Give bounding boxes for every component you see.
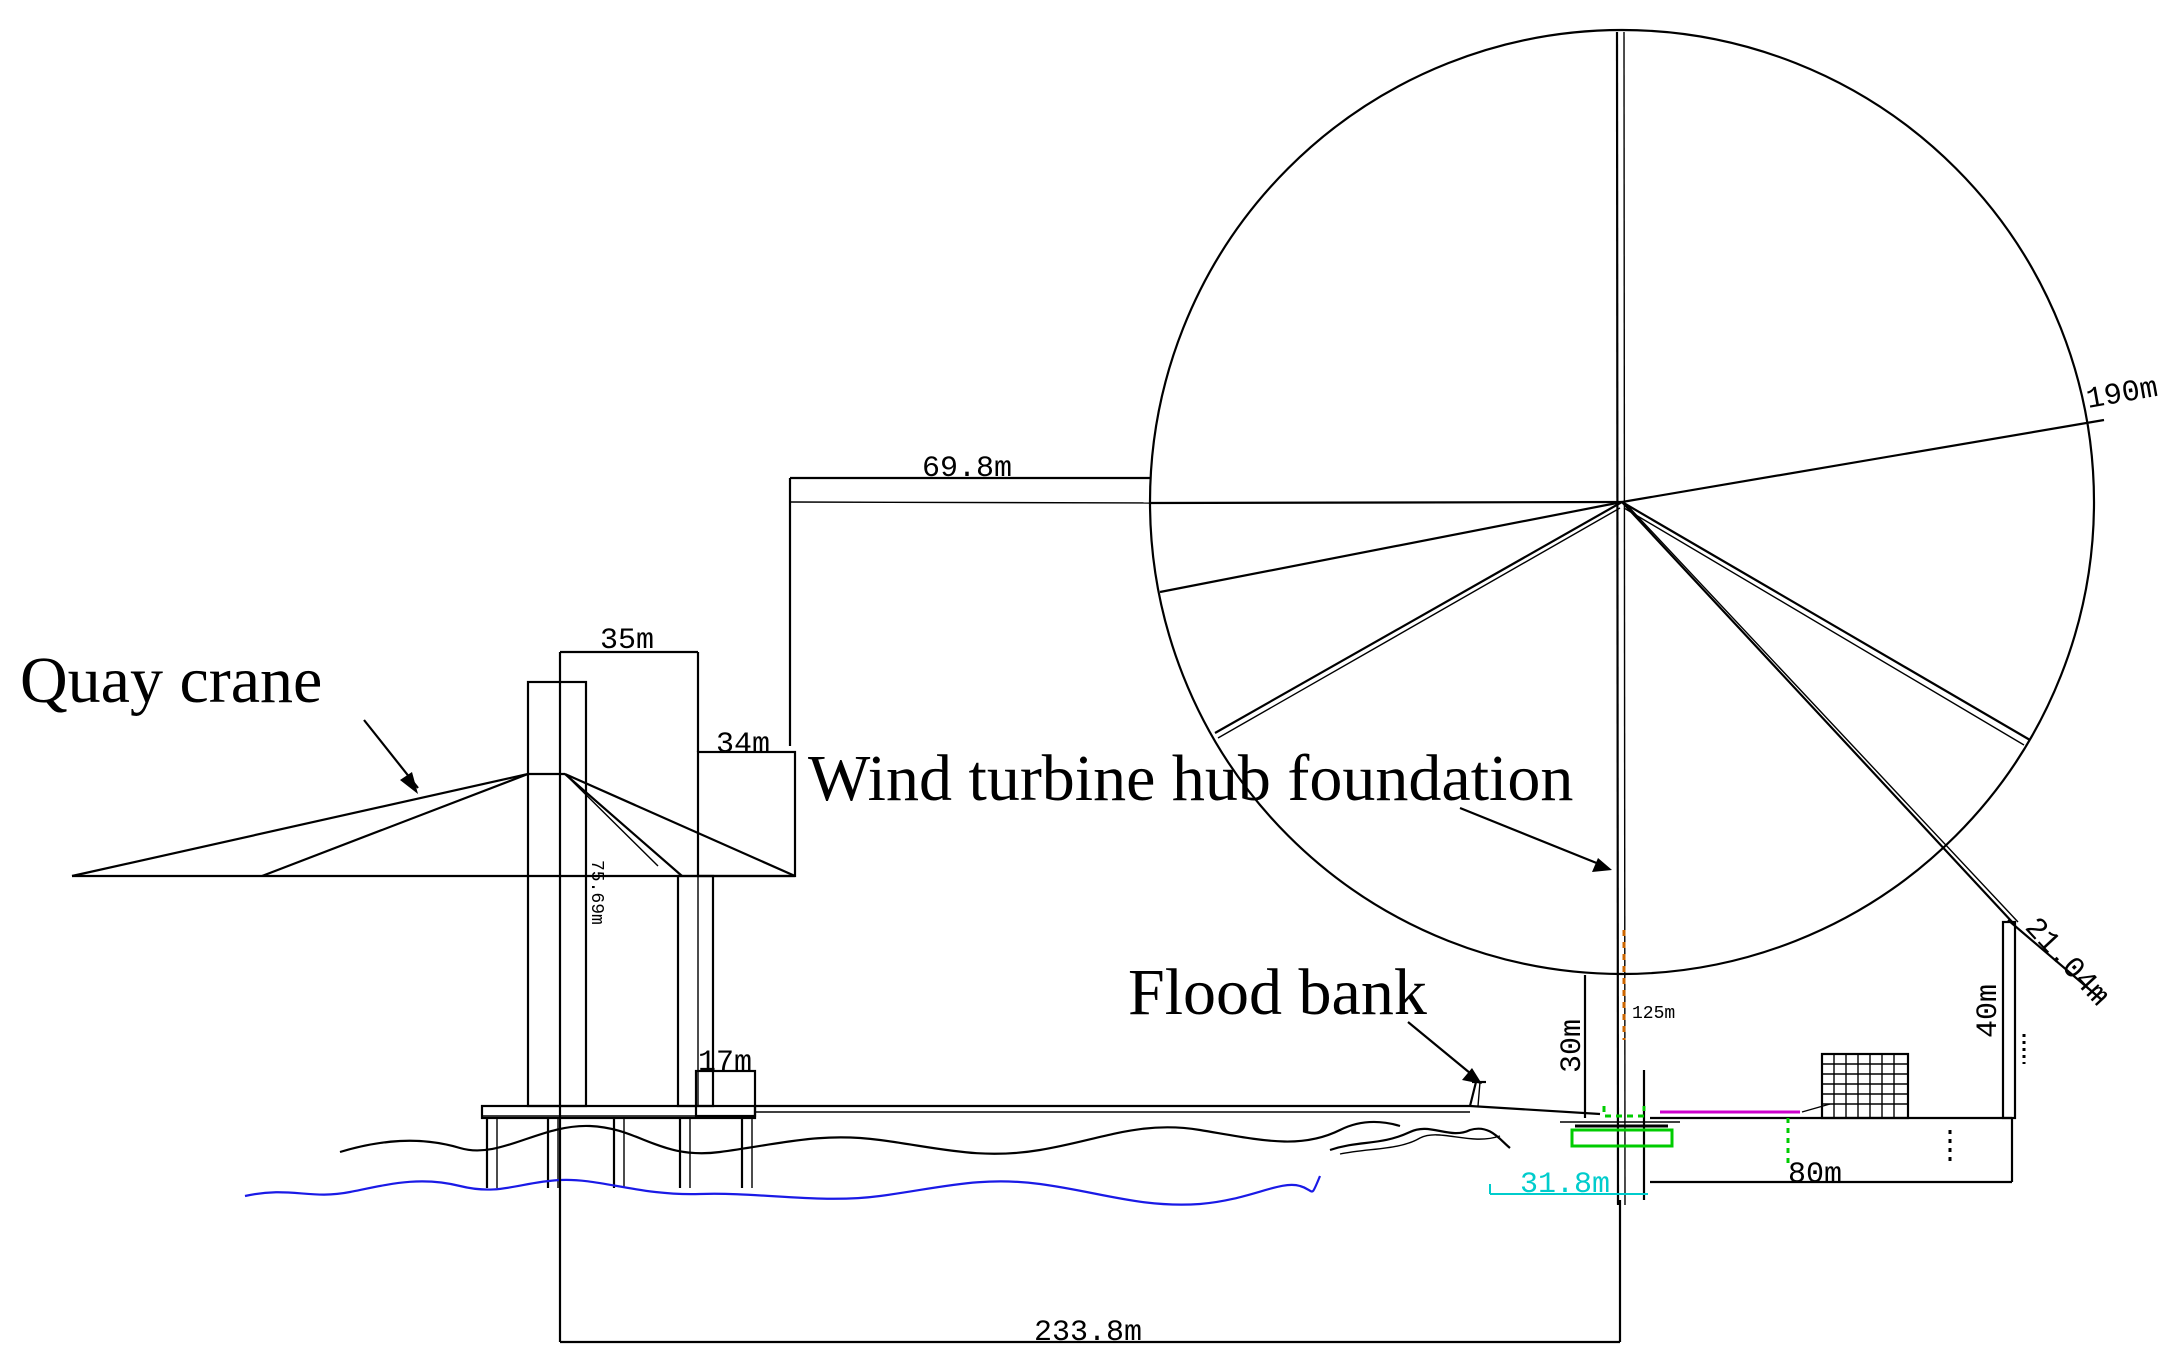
foundation-base-green — [1570, 1128, 1674, 1148]
flood-bank-embankment — [1329, 1127, 1511, 1152]
dim-17m: 17m — [698, 1046, 752, 1080]
dim-30m: 30m — [1556, 1019, 1590, 1073]
arrowhead-icon — [1462, 1068, 1482, 1084]
flood-bank — [1329, 1080, 1601, 1155]
dim-crane-height: 75.69m — [586, 860, 606, 925]
turbine-foundation: 30m 125m 31.8m — [1489, 930, 1680, 1202]
dim-line-21-04m — [2007, 919, 2103, 1001]
crane-stay-cable — [564, 773, 683, 877]
dim-34m: 34m — [716, 728, 770, 762]
crane-stay-cable — [564, 773, 659, 867]
rotor-blade-line — [1625, 503, 2019, 923]
rotor-blade-line — [1159, 500, 1623, 594]
flood-bank-post — [1468, 1081, 1478, 1107]
arrowhead-icon — [1592, 858, 1612, 872]
foundation-green-outline — [1602, 1106, 1646, 1118]
callout-flood-bank: Flood bank — [1128, 956, 1482, 1084]
flood-bank-embankment — [1339, 1134, 1501, 1155]
seabed-profile — [339, 1120, 1401, 1155]
rotor-horizontal-line — [1149, 500, 1623, 505]
quay-crane: 34m 35m 75.69m 17m — [71, 624, 797, 1118]
wharf — [480, 1104, 1470, 1188]
dim-80m: 80m — [1788, 1158, 1842, 1192]
dim-125m: 125m — [1632, 1004, 1675, 1024]
dim-line — [789, 501, 1151, 504]
dim-40m: 40m — [1972, 984, 2006, 1038]
arrow-flood-bank — [1407, 1021, 1477, 1079]
rotor-blade-line — [1621, 501, 2015, 925]
arrowhead-icon — [400, 772, 418, 794]
turbine-tower — [1615, 31, 1620, 1206]
rotor-blade-line — [1217, 507, 1621, 739]
label-flood-bank: Flood bank — [1128, 956, 1427, 1029]
crane-boom-cable — [71, 772, 529, 878]
crane-boom-cable — [261, 772, 529, 878]
dim-233-8m: 233.8m — [1034, 1316, 1142, 1350]
flood-bank-post — [1477, 1081, 1481, 1107]
label-quay-crane: Quay crane — [20, 644, 322, 717]
crane-stay-cable — [564, 772, 796, 878]
arrow-wind-turbine — [1459, 806, 1605, 868]
container-stack-outline — [1820, 1052, 1910, 1120]
container-stack — [1820, 1052, 1910, 1120]
rotor-blade-line — [1621, 501, 2031, 741]
rotor-blade-line — [1214, 501, 1623, 734]
rotor-blade-line — [1623, 507, 2025, 746]
flood-bank-slope — [1469, 1104, 1601, 1116]
assembly-area: 80m 40m 21.04m — [1650, 912, 2115, 1192]
callout-wind-turbine: Wind turbine hub foundation — [808, 742, 1612, 872]
crane-machinery-house — [696, 750, 797, 878]
water-surface — [244, 1175, 1322, 1206]
rotor-radius-line — [1621, 418, 2105, 504]
callout-quay-crane: Quay crane — [20, 644, 419, 794]
dimension-69-8m: 69.8m — [788, 452, 1151, 746]
crane-sea-leg — [526, 680, 588, 1108]
label-wind-turbine: Wind turbine hub foundation — [808, 742, 1573, 815]
assembly-slope — [1801, 1103, 1831, 1113]
dim-190m: 190m — [2084, 372, 2161, 418]
dim-35m: 35m — [600, 624, 654, 658]
dim-21-04m: 21.04m — [2017, 912, 2116, 1014]
dim-69-8m: 69.8m — [922, 452, 1012, 486]
turbine-tower-edge — [1623, 31, 1626, 1206]
dimension-233-8m: 233.8m — [558, 1106, 1622, 1350]
dim-31-8m: 31.8m — [1520, 1168, 1610, 1202]
